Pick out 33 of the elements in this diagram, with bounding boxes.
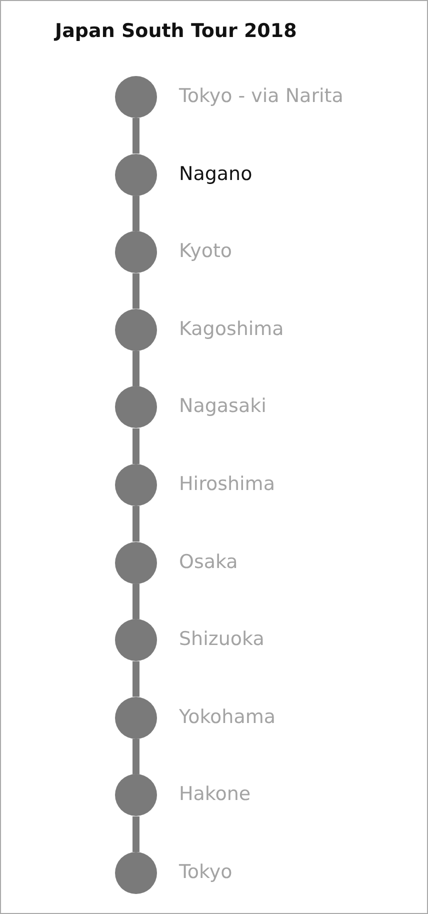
stop-label: Osaka <box>179 550 238 574</box>
connector-line <box>132 816 140 852</box>
stop-label: Hiroshima <box>179 472 275 496</box>
stop-label: Nagano <box>179 162 252 186</box>
circle-node <box>115 464 157 506</box>
connector-line <box>132 428 140 464</box>
stop-label: Hakone <box>179 782 251 806</box>
circle-node <box>115 619 157 662</box>
circle-node <box>115 696 157 739</box>
connector-line <box>132 118 140 154</box>
connector-line <box>132 273 140 309</box>
stop-label: Kyoto <box>179 239 232 264</box>
circle-node <box>115 542 157 584</box>
connector-line <box>132 350 140 386</box>
circle-node <box>115 76 157 118</box>
circle-node <box>115 154 157 196</box>
connector-line <box>132 661 140 697</box>
connector-line <box>132 584 140 620</box>
stop-label: Tokyo <box>179 860 232 884</box>
stop-label: Shizuoka <box>179 627 264 652</box>
circle-node <box>115 774 157 816</box>
connector-line <box>132 738 140 774</box>
circle-node <box>115 852 157 894</box>
circle-node <box>115 386 157 428</box>
stop-label: Yokohama <box>179 704 276 729</box>
stop-label: Tokyo - via Narita <box>179 84 344 108</box>
stop-label: Kagoshima <box>179 316 284 341</box>
connector-line <box>132 506 140 542</box>
circle-node <box>115 308 157 351</box>
stop-label: Nagasaki <box>179 394 266 418</box>
diagram-title: Japan South Tour 2018 <box>55 20 297 42</box>
connector-line <box>132 196 140 232</box>
circle-node <box>115 231 157 274</box>
